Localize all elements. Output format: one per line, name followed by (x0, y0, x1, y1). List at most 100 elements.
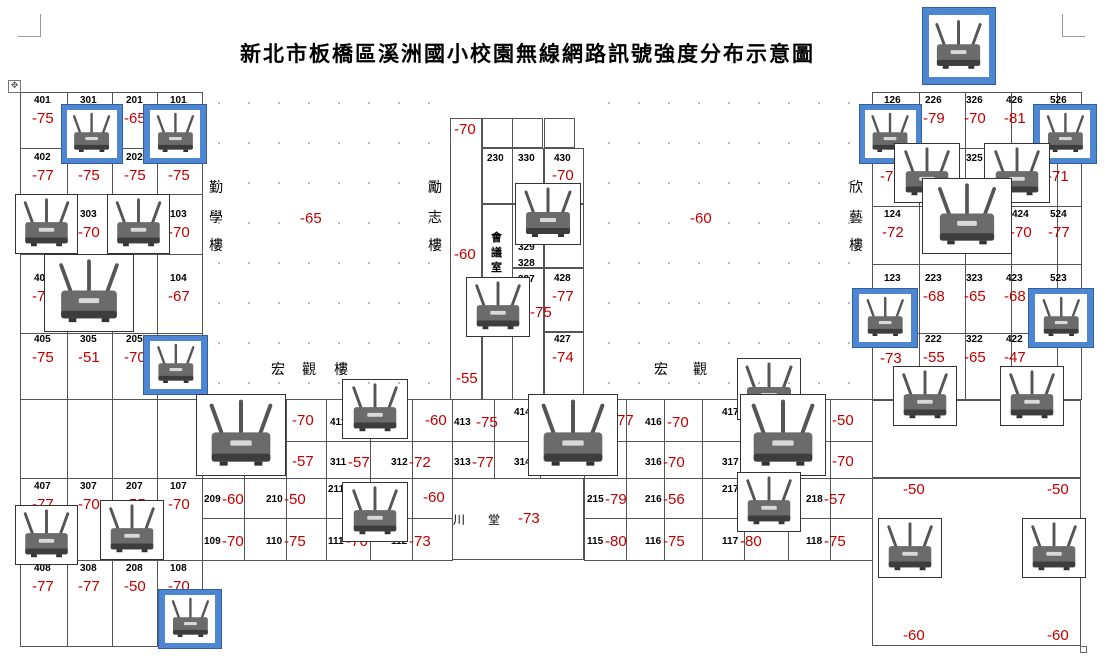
room-number: 401 (34, 95, 51, 106)
grid-dot (668, 382, 670, 384)
room-cell (286, 441, 327, 479)
grid-dot (668, 142, 670, 144)
hall-char-2: 堂 (488, 513, 501, 527)
grid-dot (818, 102, 820, 104)
room-number: 126 (884, 95, 901, 106)
divider (872, 399, 1081, 401)
grid-dot (728, 382, 730, 384)
grid-dot (698, 342, 700, 344)
room-cell (512, 118, 543, 148)
grid-dot (638, 102, 640, 104)
grid-dot (428, 222, 430, 224)
grid-dot (698, 102, 700, 104)
grid-dot (728, 182, 730, 184)
grid-dot (668, 302, 670, 304)
room-signal: -80 (605, 533, 627, 550)
wireless-router-icon (1028, 288, 1094, 348)
grid-dot (638, 342, 640, 344)
room-signal: -75 (32, 110, 54, 127)
lizhi-corridor-signal-1: -70 (454, 121, 476, 138)
room-signal: -70 (168, 224, 190, 241)
room-signal: -68 (923, 288, 945, 305)
loose-signal: -60 (903, 627, 925, 644)
meeting-char-1: 會 (491, 232, 502, 244)
grid-dot (368, 102, 370, 104)
room-signal: -57 (348, 454, 370, 471)
room-number: 423 (1006, 273, 1023, 284)
grid-dot (848, 262, 850, 264)
grid-dot (368, 222, 370, 224)
room-cell (112, 399, 158, 479)
grid-dot (608, 102, 610, 104)
room-signal: -70 (1010, 224, 1032, 241)
room-cell (20, 560, 68, 647)
grid-dot (638, 302, 640, 304)
hongguan-char-1: 宏 (271, 362, 285, 378)
room-signal: -77 (472, 454, 494, 471)
wireless-router-icon (1000, 366, 1064, 426)
grid-dot (218, 262, 220, 264)
grid-dot (308, 142, 310, 144)
grid-dot (248, 102, 250, 104)
room-number: 117 (722, 536, 739, 547)
grid-dot (818, 382, 820, 384)
grid-dot (338, 342, 340, 344)
grid-dot (218, 142, 220, 144)
page-title: 新北市板橋區溪洲國小校園無線網路訊號強度分布示意圖 (240, 41, 815, 66)
room-signal: -70 (78, 224, 100, 241)
room-number: 115 (587, 536, 604, 547)
grid-dot (278, 142, 280, 144)
wireless-router-icon (922, 178, 1012, 254)
qinxue-char-3: 樓 (209, 238, 223, 254)
room-signal: -70 (663, 454, 685, 471)
grid-dot (368, 142, 370, 144)
loose-signal: -60 (1047, 627, 1069, 644)
grid-dot (428, 262, 430, 264)
lizhi-corridor-signal-2: -60 (454, 246, 476, 263)
room-number: 316 (645, 457, 662, 468)
grid-dot (638, 182, 640, 184)
grid-dot (218, 222, 220, 224)
room-number: 408 (34, 563, 51, 574)
room-cell (544, 118, 575, 148)
room-cell (67, 560, 113, 647)
room-number: 416 (645, 417, 662, 428)
room-signal: -75 (476, 414, 498, 431)
hall-char-1: 川 (453, 513, 466, 527)
grid-dot (338, 382, 340, 384)
room-number: 216 (645, 494, 662, 505)
loose-signal: -50 (832, 412, 854, 429)
room-number: 524 (1050, 209, 1067, 220)
grid-dot (338, 222, 340, 224)
grid-dot (278, 262, 280, 264)
grid-dot (278, 382, 280, 384)
grid-dot (398, 142, 400, 144)
room-signal: -77 (552, 288, 574, 305)
room-signal: -79 (605, 491, 627, 508)
grid-dot (398, 222, 400, 224)
move-anchor-icon[interactable]: ✥ (8, 80, 21, 93)
room-number: 411 (330, 417, 347, 428)
hongguan-char-2: 觀 (302, 362, 316, 378)
grid-dot (698, 302, 700, 304)
grid-dot (218, 182, 220, 184)
room-cell (112, 560, 158, 647)
wireless-router-icon (143, 104, 207, 164)
room-signal: -77 (78, 578, 100, 595)
grid-dot (608, 262, 610, 264)
room-signal: -81 (1004, 110, 1026, 127)
hongguan2-char-1: 宏 (654, 362, 668, 378)
room-cell (664, 518, 703, 561)
grid-dot (338, 182, 340, 184)
room-number: 422 (1006, 334, 1023, 345)
room-signal: -74 (552, 349, 574, 366)
grid-dot (788, 222, 790, 224)
room-signal: -65 (964, 288, 986, 305)
room-cell (482, 148, 513, 204)
room-signal: -70 (222, 533, 244, 550)
room-cell (830, 518, 873, 561)
wireless-router-icon (100, 500, 164, 560)
grid-dot (398, 182, 400, 184)
room-number: 305 (80, 334, 97, 345)
grid-dot (758, 102, 760, 104)
